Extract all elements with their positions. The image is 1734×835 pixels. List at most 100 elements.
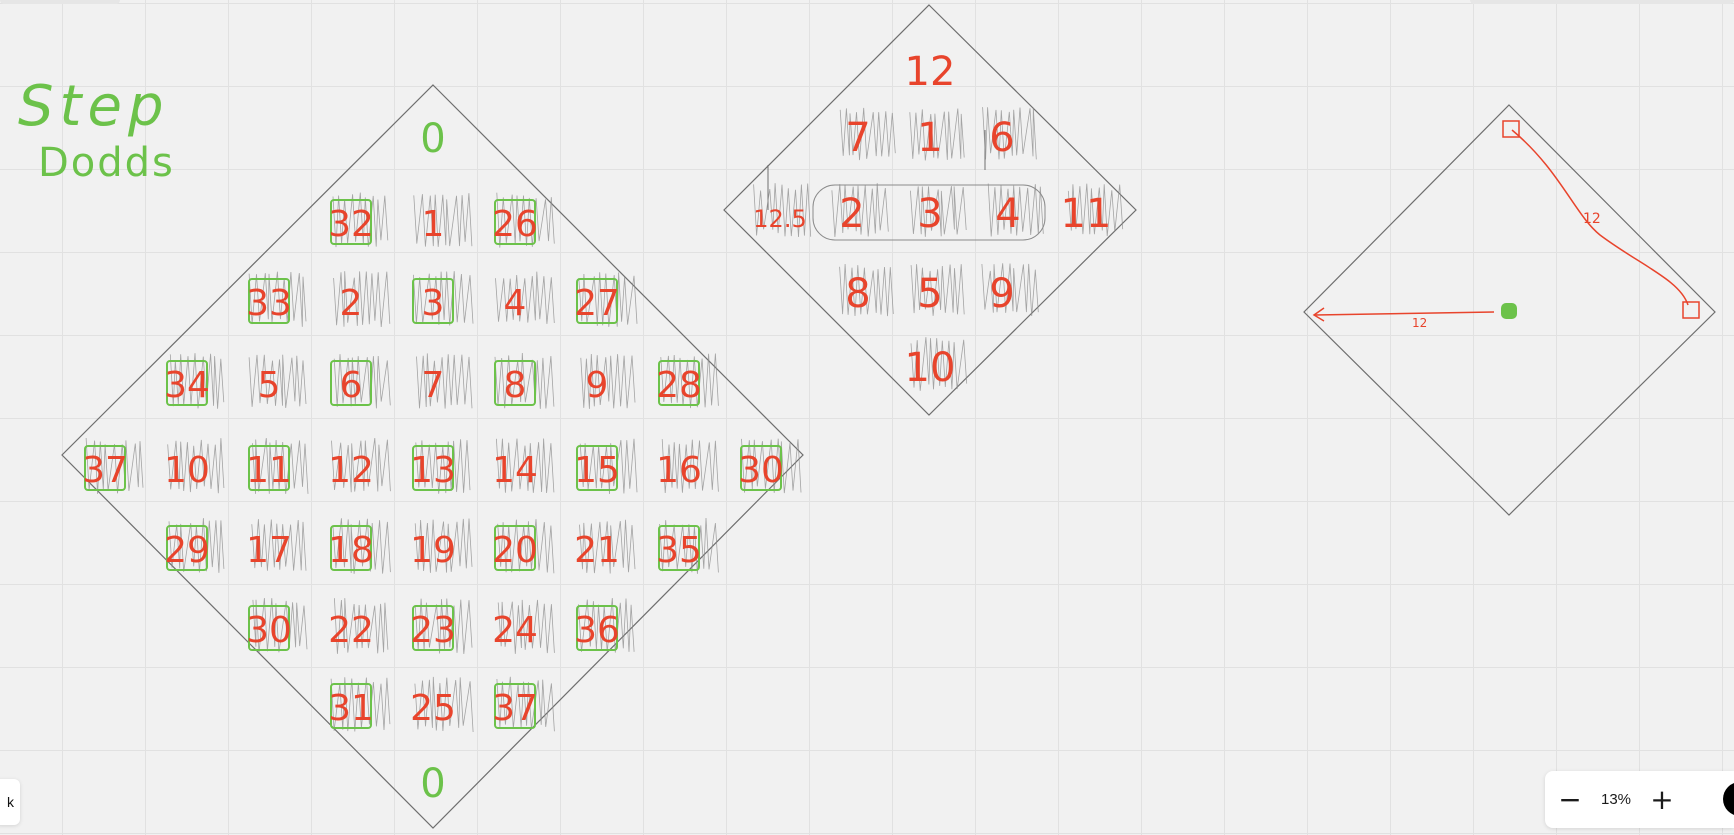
board-cell-number: 9 — [586, 365, 609, 406]
board-cell-number: 16 — [656, 450, 702, 491]
board-cell-number: 6 — [340, 365, 363, 406]
scribble-mark — [496, 438, 555, 494]
scribble-mark — [414, 598, 473, 654]
board-cell-number: 2 — [340, 283, 363, 324]
left-edge-button-label: k — [7, 794, 14, 810]
cell-highlight-box — [658, 360, 700, 406]
board-cell-number: 11 — [1061, 191, 1112, 237]
medium-board-scribbles — [753, 107, 1124, 391]
board-cell-number: 26 — [492, 204, 538, 245]
scribble-mark — [982, 107, 1037, 160]
board-cell-number: 8 — [504, 365, 527, 406]
zoom-in-button[interactable]: + — [1650, 783, 1674, 816]
scribble-mark — [414, 676, 474, 733]
board-cell-number: 6 — [989, 115, 1014, 161]
board-cell-number: 0 — [420, 116, 445, 162]
small-board: 12 12 — [1303, 104, 1716, 516]
scribble-mark — [332, 518, 391, 574]
board-cell-number: 12 — [905, 49, 956, 95]
small-board-label-diagonal: 12 — [1583, 211, 1601, 227]
cell-highlight-box — [84, 445, 126, 491]
top-right-toolbar-edge — [1470, 0, 1734, 4]
cell-highlight-box — [658, 525, 700, 571]
board-cell-number: 37 — [492, 688, 538, 729]
board-cell-number: 3 — [917, 191, 942, 237]
board-cell-number: 2 — [839, 191, 864, 237]
scribble-mark — [252, 598, 308, 653]
cell-highlight-box — [330, 360, 372, 406]
board-cell-number: 5 — [917, 271, 942, 317]
large-board-outline — [61, 84, 804, 829]
board-cell-number: 32 — [328, 204, 374, 245]
board-cell-number: 28 — [656, 365, 702, 406]
cell-highlight-box — [412, 278, 454, 324]
help-button[interactable] — [1723, 782, 1734, 816]
board-cell-number: 0 — [420, 761, 445, 807]
scribble-mark — [753, 183, 812, 238]
cell-highlight-box — [576, 278, 618, 324]
scribble-mark — [248, 354, 307, 408]
small-board-square-right — [1682, 301, 1700, 319]
title-line-1: Step — [18, 74, 170, 139]
cell-highlight-box — [330, 683, 372, 729]
board-cell-number: 31 — [328, 688, 374, 729]
scribble-mark — [332, 192, 389, 248]
left-edge-button[interactable]: k — [0, 779, 20, 825]
top-left-toolbar-edge — [0, 0, 120, 4]
cell-highlight-box — [412, 605, 454, 651]
board-cell-number: 34 — [164, 365, 210, 406]
cell-highlight-box — [248, 605, 290, 651]
scribble-mark — [496, 676, 555, 732]
board-cell-number: 10 — [164, 450, 210, 491]
scribble-mark — [909, 108, 965, 161]
small-board-curve-arrow — [1511, 129, 1689, 306]
cell-highlight-box — [740, 445, 782, 491]
large-board-scribbles — [85, 192, 802, 733]
scribble-mark — [495, 271, 555, 324]
medium-board-crossed-band — [812, 184, 1046, 241]
board-cell-number: 18 — [328, 530, 374, 571]
cell-highlight-box — [330, 199, 372, 245]
board-cell-number: 17 — [246, 530, 292, 571]
board-cell-number: 29 — [164, 530, 210, 571]
small-board-arrow-head — [1312, 307, 1325, 322]
zoom-level[interactable]: 13% — [1600, 791, 1632, 808]
scribble-mark — [167, 438, 225, 494]
scribble-mark — [497, 599, 555, 654]
scribble-mark — [987, 183, 1044, 237]
board-cell-number: 3 — [422, 283, 445, 324]
board-cell-number: 11 — [246, 450, 292, 491]
scribble-mark — [579, 519, 636, 574]
scribble-mark — [168, 518, 225, 573]
board-cell-number: 33 — [246, 283, 292, 324]
scribble-mark — [910, 337, 968, 391]
board-cell-number: 8 — [845, 271, 870, 317]
scribble-mark — [580, 353, 636, 409]
cell-highlight-box — [248, 278, 290, 324]
scribble-mark — [497, 519, 555, 574]
scribble-mark — [248, 271, 307, 327]
board-cell-number: 36 — [574, 610, 620, 651]
board-cell-number: 19 — [410, 530, 456, 571]
scribble-mark — [333, 271, 391, 328]
cell-highlight-box — [166, 360, 208, 406]
cell-highlight-box — [494, 360, 536, 406]
board-cell-number: 4 — [504, 283, 527, 324]
scribble-mark — [331, 437, 391, 493]
board-cell-number: 30 — [738, 450, 784, 491]
scribble-mark — [415, 439, 471, 494]
board-cell-number: 4 — [995, 191, 1020, 237]
scribble-mark — [494, 352, 555, 409]
zoom-out-button[interactable]: − — [1558, 783, 1582, 816]
scribble-mark — [661, 439, 719, 494]
board-cell-number: 1 — [422, 204, 445, 245]
board-cell-number: 20 — [492, 530, 538, 571]
scribble-mark — [839, 107, 896, 161]
small-board-square-top — [1502, 120, 1520, 138]
medium-board-outline — [723, 4, 1137, 416]
scribble-mark — [414, 518, 473, 573]
scribble-mark — [251, 519, 307, 571]
